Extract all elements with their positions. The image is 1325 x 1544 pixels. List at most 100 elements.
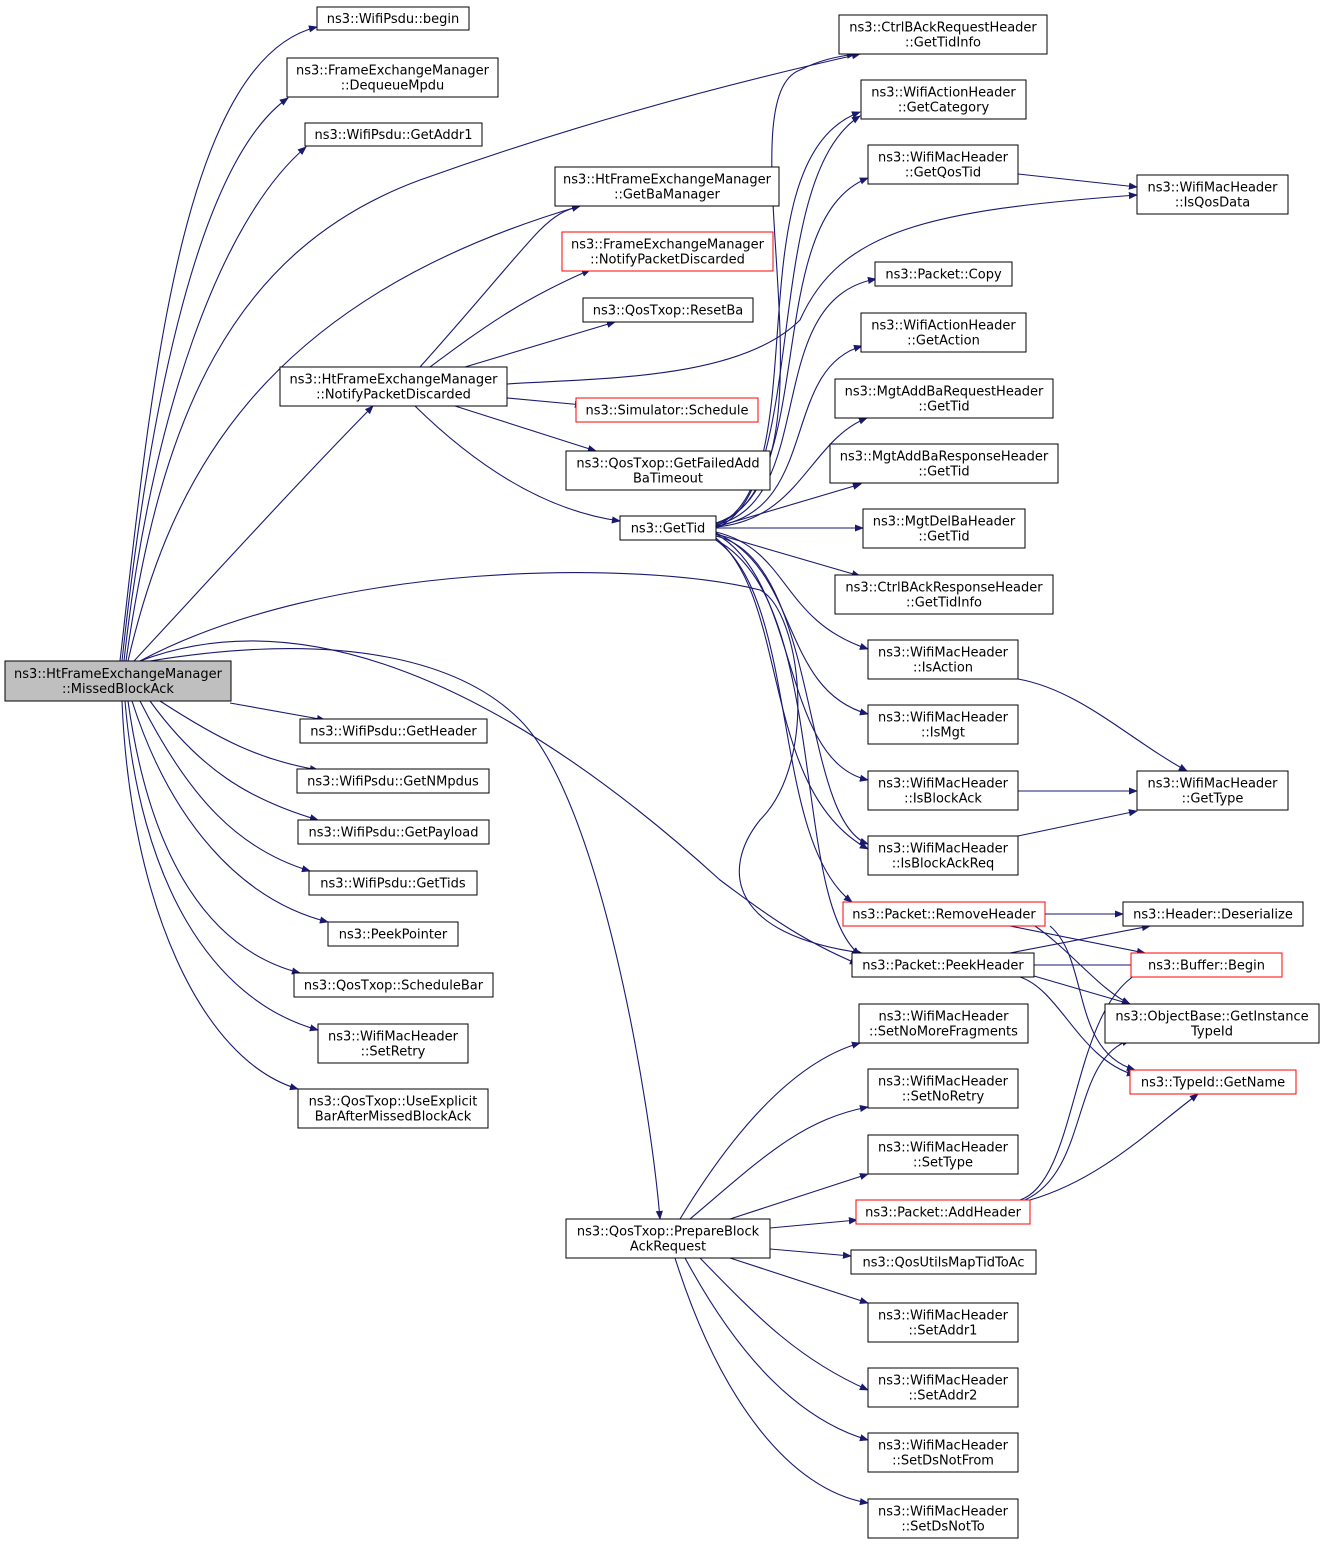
node-action-getcat[interactable]: ns3::WifiActionHeader::GetCategory <box>860 79 1027 120</box>
edge-root-qos_preparebar <box>149 648 663 1220</box>
node-mac-isblockackreq[interactable]: ns3::WifiMacHeader::IsBlockAckReq <box>867 835 1019 876</box>
node-qos-useexplicit[interactable]: ns3::QosTxop::UseExplicitBarAfterMissedB… <box>297 1088 489 1129</box>
node-pkt-addheader[interactable]: ns3::Packet::AddHeader <box>855 1199 1031 1225</box>
edge-pkt_peekheader-typeid <box>1019 976 1136 1077</box>
node-box <box>304 122 483 147</box>
edge-root-ctrlbarq_gettid <box>125 52 861 662</box>
node-label-line: ::GetTidInfo <box>905 36 981 51</box>
node-typeid-getname[interactable]: ns3::TypeId::GetName <box>1129 1069 1297 1095</box>
node-addbaresp-gettid[interactable]: ns3::MgtAddBaResponseHeader::GetTid <box>829 443 1059 484</box>
edge-htfem_notify-mac_isqosdata <box>506 191 1138 385</box>
edge-pkt_addheader-buf_begin <box>1019 969 1146 1201</box>
node-label-line: ns3::CtrlBAckResponseHeader <box>845 581 1043 596</box>
node-label-line: ::SetNoMoreFragments <box>869 1025 1018 1040</box>
node-ctrlbarq-gettid[interactable]: ns3::CtrlBAckRequestHeader::GetTidInfo <box>838 14 1048 55</box>
node-mac-isqosdata[interactable]: ns3::WifiMacHeader::IsQosData <box>1136 174 1289 215</box>
node-box <box>317 1023 469 1064</box>
edge-pkt_peekheader-objbase <box>1033 975 1131 1006</box>
edge-gettid-action_getcat <box>715 111 861 527</box>
node-htfem-getba[interactable]: ns3::HtFrameExchangeManager::GetBaManage… <box>554 166 780 207</box>
node-ctrlbaresp-gettid[interactable]: ns3::CtrlBAckResponseHeader::GetTidInfo <box>834 574 1054 615</box>
node-qos-schedulebar[interactable]: ns3::QosTxop::ScheduleBar <box>293 972 494 998</box>
node-psdu-getheader[interactable]: ns3::WifiPsdu::GetHeader <box>299 718 488 744</box>
node-label-line: ns3::WifiPsdu::GetNMpdus <box>307 775 479 790</box>
node-fem-notify[interactable]: ns3::FrameExchangeManager::NotifyPacketD… <box>561 231 774 272</box>
node-sim-schedule[interactable]: ns3::Simulator::Schedule <box>575 397 759 423</box>
node-label-line: ns3::ObjectBase::GetInstance <box>1115 1010 1308 1025</box>
node-addbareq-gettid[interactable]: ns3::MgtAddBaRequestHeader::GetTid <box>834 378 1054 419</box>
edge-gettid-mac_getqostid <box>715 177 869 525</box>
node-mac-setaddr1[interactable]: ns3::WifiMacHeader::SetAddr1 <box>867 1302 1019 1343</box>
node-label-line: ::DequeueMpdu <box>341 79 444 94</box>
node-psdu-getnmpdus[interactable]: ns3::WifiPsdu::GetNMpdus <box>296 768 490 794</box>
node-fem-dequeue[interactable]: ns3::FrameExchangeManager::DequeueMpdu <box>286 57 499 98</box>
node-delba-gettid[interactable]: ns3::MgtDelBaHeader::GetTid <box>862 508 1026 549</box>
node-box <box>867 835 1019 876</box>
node-label-line: ::IsBlockAckReq <box>892 857 995 872</box>
node-label-line: ns3::WifiMacHeader <box>878 646 1009 661</box>
node-label-line: ns3::Packet::PeekHeader <box>862 959 1024 974</box>
node-box <box>834 378 1054 419</box>
edge-root-qos_schedulebar <box>127 700 301 975</box>
node-mac-isaction[interactable]: ns3::WifiMacHeader::IsAction <box>867 639 1019 680</box>
edge-preparebar-mac_setdsnotfrom <box>684 1257 869 1442</box>
node-buf-begin[interactable]: ns3::Buffer::Begin <box>1130 952 1283 978</box>
node-label-line: ns3::WifiMacHeader <box>878 1075 1009 1090</box>
node-pkt-peekheader[interactable]: ns3::Packet::PeekHeader <box>851 952 1035 978</box>
node-label-line: ns3::WifiPsdu::GetPayload <box>309 826 479 841</box>
node-box <box>1130 952 1283 978</box>
node-mac-ismgt[interactable]: ns3::WifiMacHeader::IsMgt <box>867 704 1019 745</box>
node-label-line: BarAfterMissedBlockAck <box>315 1110 472 1125</box>
node-psdu-begin[interactable]: ns3::WifiPsdu::begin <box>316 6 470 31</box>
node-psdu-getpayload[interactable]: ns3::WifiPsdu::GetPayload <box>297 819 490 845</box>
node-mac-setnoretry[interactable]: ns3::WifiMacHeader::SetNoRetry <box>867 1068 1019 1109</box>
edge-mac_getqostid-mac_isqosdata <box>1017 173 1138 190</box>
node-root[interactable]: ns3::HtFrameExchangeManager::MissedBlock… <box>4 660 232 702</box>
node-htfem-notify[interactable]: ns3::HtFrameExchangeManager::NotifyPacke… <box>279 366 508 407</box>
node-label-line: ::SetAddr2 <box>909 1389 978 1404</box>
node-pkt-removeheader[interactable]: ns3::Packet::RemoveHeader <box>842 901 1046 927</box>
node-label-line: TypeId <box>1190 1025 1233 1040</box>
node-mac-setretry[interactable]: ns3::WifiMacHeader::SetRetry <box>317 1023 469 1064</box>
edge-gettid-mac_isblockack <box>715 533 869 782</box>
node-peekpointer[interactable]: ns3::PeekPointer <box>327 921 459 947</box>
node-psdu-gettids[interactable]: ns3::WifiPsdu::GetTids <box>308 870 478 896</box>
node-label-line: ns3::WifiMacHeader <box>878 1309 1009 1324</box>
node-mac-gettype[interactable]: ns3::WifiMacHeader::GetType <box>1136 770 1289 811</box>
node-label-line: ::GetType <box>1182 792 1244 807</box>
node-gettid[interactable]: ns3::GetTid <box>619 515 717 541</box>
node-label-line: ns3::MgtDelBaHeader <box>873 515 1016 530</box>
node-box <box>1122 901 1304 927</box>
edge-htfem_notify-sim_schedule <box>506 397 584 408</box>
node-mac-setdsnotto[interactable]: ns3::WifiMacHeader::SetDsNotTo <box>867 1498 1019 1539</box>
node-qos-resetba[interactable]: ns3::QosTxop::ResetBa <box>582 297 754 323</box>
node-mac-setnomorefrag[interactable]: ns3::WifiMacHeader::SetNoMoreFragments <box>858 1003 1029 1044</box>
node-mac-isblockack[interactable]: ns3::WifiMacHeader::IsBlockAck <box>867 770 1019 811</box>
node-pkt-copy[interactable]: ns3::Packet::Copy <box>874 261 1013 287</box>
node-label-line: ns3::WifiMacHeader <box>878 1010 1009 1025</box>
node-box <box>582 297 754 323</box>
edge-preparebar-mac_setnomorefrag <box>679 1041 861 1220</box>
node-label-line: ns3::QosTxop::PrepareBlock <box>577 1225 760 1240</box>
node-hdr-deserialize[interactable]: ns3::Header::Deserialize <box>1122 901 1304 927</box>
node-label-line: ns3::GetTid <box>631 522 706 537</box>
node-psdu-addr1[interactable]: ns3::WifiPsdu::GetAddr1 <box>304 122 483 147</box>
node-mac-getqostid[interactable]: ns3::WifiMacHeader::GetQosTid <box>867 144 1019 185</box>
node-label-line: ns3::WifiMacHeader <box>878 1505 1009 1520</box>
node-box <box>561 231 774 272</box>
node-label-line: ns3::HtFrameExchangeManager <box>14 667 223 682</box>
node-action-getaction[interactable]: ns3::WifiActionHeader::GetAction <box>860 312 1027 353</box>
node-box <box>316 6 470 31</box>
node-mac-settype[interactable]: ns3::WifiMacHeader::SetType <box>867 1134 1019 1175</box>
node-box <box>565 450 771 491</box>
edge-preparebar-mac_setnoretry <box>689 1104 869 1220</box>
node-qosutils-map[interactable]: ns3::QosUtilsMapTidToAc <box>850 1249 1037 1275</box>
node-mac-setaddr2[interactable]: ns3::WifiMacHeader::SetAddr2 <box>867 1367 1019 1408</box>
node-mac-setdsnotfrom[interactable]: ns3::WifiMacHeader::SetDsNotFrom <box>867 1432 1019 1473</box>
node-label-line: ns3::MgtAddBaResponseHeader <box>840 450 1049 465</box>
node-label-line: ::GetCategory <box>898 101 990 116</box>
node-label-line: ::SetRetry <box>361 1045 426 1060</box>
